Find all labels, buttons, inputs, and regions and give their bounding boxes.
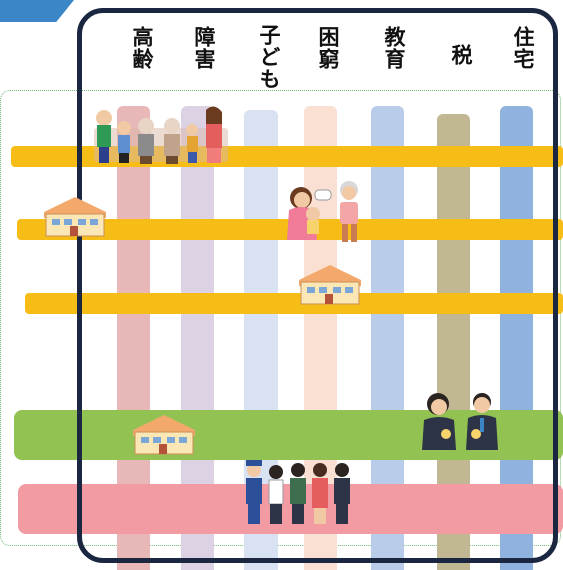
community-workers-icon bbox=[246, 460, 350, 524]
band-3 bbox=[25, 293, 563, 314]
column-header-tax: 税 bbox=[449, 44, 473, 66]
house-icon bbox=[299, 265, 361, 305]
dotted-boundary bbox=[0, 90, 561, 546]
family-group-icon bbox=[94, 106, 228, 164]
column-header-disability: 障害 bbox=[192, 26, 216, 70]
consultation-pair-icon bbox=[422, 393, 498, 450]
corner-tab bbox=[0, 0, 74, 22]
column-header-children: 子ども bbox=[257, 24, 281, 90]
column-header-education: 教育 bbox=[382, 26, 406, 70]
house-icon bbox=[44, 197, 106, 237]
column-header-housing: 住宅 bbox=[511, 26, 535, 70]
mother-child-elderly-icon bbox=[287, 181, 358, 242]
house-icon bbox=[133, 415, 195, 455]
column-header-elderly: 高齢 bbox=[130, 26, 154, 70]
column-header-poverty: 困窮 bbox=[316, 26, 340, 70]
framework-outline bbox=[77, 8, 558, 563]
